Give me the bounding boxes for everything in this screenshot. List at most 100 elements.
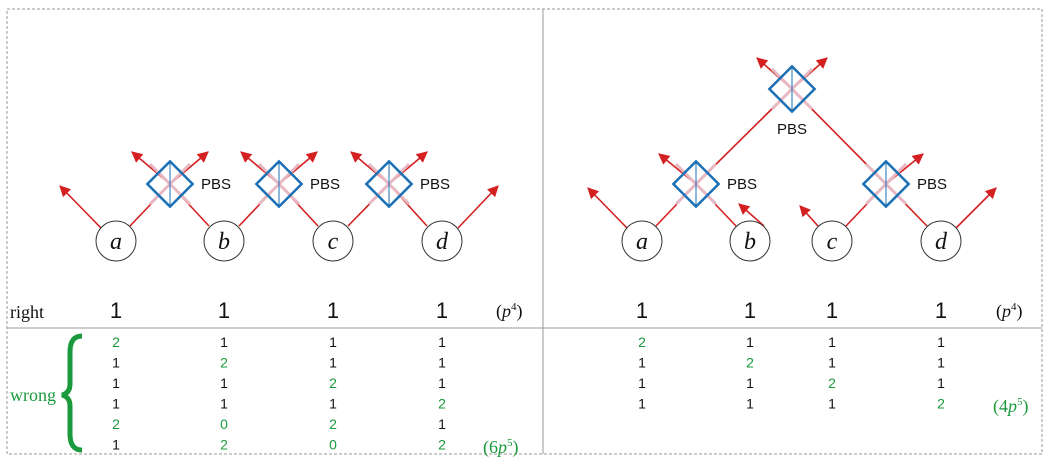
wrong-row-value: 1	[746, 375, 754, 391]
pbs-right-L: PBS	[671, 159, 757, 209]
wrong-row-value: 1	[329, 355, 337, 371]
wrong-row-value: 2	[828, 375, 836, 391]
right-row-term: (p4)	[496, 301, 523, 322]
wrong-row-value: 2	[638, 334, 646, 350]
node-circle	[920, 220, 962, 262]
pbs-cube	[145, 159, 195, 209]
node-label: d	[436, 229, 449, 255]
right-row-value: 1	[110, 298, 122, 323]
wrong-row-value: 2	[438, 396, 446, 412]
pbs-cube	[861, 159, 911, 209]
right-row-value: 1	[935, 298, 947, 323]
wrong-row: 1 1 1 2	[638, 396, 945, 412]
node-a: a	[95, 220, 137, 262]
node-label: d	[935, 229, 948, 255]
wrong-row-value: 2	[937, 396, 945, 412]
beam-a-out	[59, 185, 102, 229]
node-d: d	[920, 220, 962, 262]
wrong-row-value: 1	[112, 355, 120, 371]
wrong-row-value: 1	[937, 375, 945, 391]
wrong-row: 1 1 2 1	[638, 375, 945, 391]
wrong-row-value: 2	[112, 334, 120, 350]
right-row-term: (p4)	[996, 301, 1023, 322]
right-nodes: a b c d	[621, 220, 962, 262]
node-a: a	[621, 220, 663, 262]
wrong-row-value: 2	[112, 416, 120, 432]
wrong-row-value: 1	[438, 375, 446, 391]
pbs-label: PBS	[777, 121, 807, 138]
node-circle	[421, 220, 463, 262]
node-label: c	[328, 229, 339, 255]
right-row-value: 1	[826, 298, 838, 323]
wrong-row-value: 1	[638, 355, 646, 371]
node-c: c	[312, 220, 354, 262]
node-circle	[312, 220, 354, 262]
pbs-label: PBS	[420, 176, 450, 193]
wrong-row-value: 1	[329, 334, 337, 350]
wrong-row-value: 1	[638, 396, 646, 412]
node-c: c	[811, 220, 853, 262]
node-label: c	[827, 229, 838, 255]
pbs-cube	[364, 159, 414, 209]
right-row-value: 1	[636, 298, 648, 323]
wrong-row-value: 1	[828, 334, 836, 350]
wrong-row-value: 1	[112, 396, 120, 412]
beam-d-out	[955, 187, 997, 229]
right-row-value: 1	[218, 298, 230, 323]
frame	[6, 8, 1043, 455]
wrong-row-value: 2	[220, 355, 228, 371]
wrong-row-value: 1	[438, 334, 446, 350]
wrong-row-value: 1	[828, 396, 836, 412]
wrong-row-value: 2	[438, 437, 446, 453]
node-circle	[621, 220, 663, 262]
right-row-value: 1	[327, 298, 339, 323]
pbs-label: PBS	[310, 176, 340, 193]
node-label: a	[110, 229, 122, 255]
node-circle	[729, 220, 771, 262]
node-label: a	[636, 229, 648, 255]
wrong-rows-term: (6p5)	[483, 437, 519, 458]
wrong-row-value: 1	[828, 355, 836, 371]
wrong-row-value: 1	[937, 334, 945, 350]
wrong-row-value: 1	[220, 396, 228, 412]
wrong-row-value: 1	[112, 375, 120, 391]
right-row-value: 1	[436, 298, 448, 323]
node-b: b	[729, 220, 771, 262]
beam-d-out	[457, 185, 499, 229]
wrong-row-value: 1	[638, 375, 646, 391]
wrong-row-value: 2	[220, 437, 228, 453]
pbs-left-3: PBS	[364, 159, 450, 209]
wrong-rows-term: (4p5)	[993, 396, 1029, 417]
node-circle	[203, 220, 245, 262]
wrong-row-value: 1	[220, 375, 228, 391]
left-nodes: a b c d	[95, 220, 463, 262]
right-pbs-group: PBS PBS PBS	[671, 64, 947, 209]
right-row: 1 1 1 1 (p4)	[110, 298, 523, 323]
pbs-left-2: PBS	[254, 159, 340, 209]
beam-a-out	[587, 187, 628, 229]
beam-b-out	[738, 203, 765, 227]
pbs-cube	[767, 64, 817, 114]
wrong-row-value: 1	[746, 396, 754, 412]
node-label: b	[218, 229, 230, 255]
wrong-row-value: 1	[112, 437, 120, 453]
wrong-row-value: 2	[746, 355, 754, 371]
wrong-row-value: 2	[329, 416, 337, 432]
pbs-label: PBS	[917, 176, 947, 193]
pbs-label: PBS	[727, 176, 757, 193]
wrong-row-value: 1	[438, 416, 446, 432]
